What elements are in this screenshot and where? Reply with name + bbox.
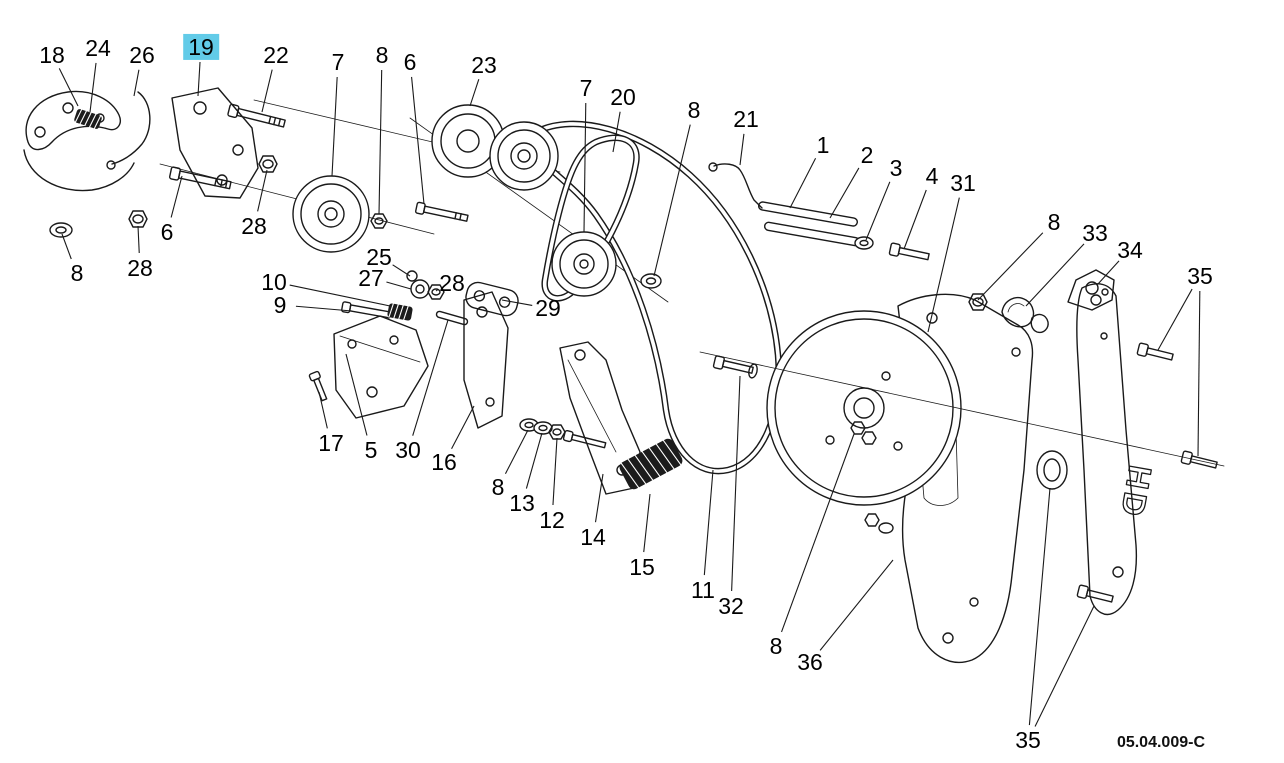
nut-28-left — [128, 210, 148, 228]
pulley-23-rear — [489, 121, 559, 191]
bracket-16 — [463, 291, 509, 429]
nut-frame-small — [864, 513, 880, 527]
washer-axis — [748, 363, 758, 379]
callout-17: 17 — [318, 429, 344, 456]
bracket-19 — [171, 87, 259, 199]
callout-31: 31 — [950, 169, 976, 196]
washer-27 — [410, 279, 430, 299]
rod-2 — [763, 221, 861, 247]
lever-18 — [23, 90, 135, 192]
pin-30 — [435, 310, 469, 326]
callout-30: 30 — [395, 436, 421, 463]
axis-line-main — [699, 351, 1225, 467]
callout-8a: 8 — [375, 41, 389, 68]
callout-28b: 28 — [241, 212, 267, 239]
plate-29 — [465, 281, 519, 317]
bushing-33 — [1001, 296, 1049, 334]
callout-9: 9 — [273, 291, 287, 318]
main-pulley — [766, 310, 962, 506]
hub-nut-8-b — [861, 431, 877, 445]
callout-8c: 8 — [1047, 208, 1061, 235]
callout-10: 10 — [261, 268, 287, 295]
nut-28-upper — [258, 155, 278, 173]
callout-8d: 8 — [70, 259, 84, 286]
spring-24 — [74, 109, 102, 129]
callout-19: 19 — [183, 33, 219, 61]
callout-7b: 7 — [579, 74, 593, 101]
callout-29: 29 — [535, 294, 561, 321]
callout-8b: 8 — [687, 96, 701, 123]
bolt-9 — [341, 301, 391, 319]
nut-8-pulley7 — [370, 213, 388, 229]
callout-26: 26 — [129, 41, 155, 68]
callout-14: 14 — [580, 523, 606, 550]
bushing-round — [1036, 450, 1068, 490]
spring-15 — [619, 438, 683, 490]
belt-20 — [541, 134, 640, 302]
callout-35a: 35 — [1187, 262, 1213, 289]
figure-code: 05.04.009-C — [1116, 734, 1205, 751]
nut-28-mid — [427, 284, 445, 300]
callout-8e: 8 — [491, 473, 505, 500]
washer-8-belt — [640, 273, 662, 289]
bolt-17 — [308, 370, 328, 402]
washer-8-left — [49, 222, 73, 238]
bolt-35-upper — [1136, 342, 1174, 361]
callout-8f: 8 — [769, 632, 783, 659]
rod-26 — [106, 91, 151, 170]
callout-22: 22 — [263, 41, 289, 68]
pulley-7-middle — [551, 231, 617, 297]
callout-18: 18 — [39, 41, 65, 68]
nut-12 — [548, 424, 566, 440]
callout-28a: 28 — [127, 254, 153, 281]
bolt-axis-32 — [712, 355, 754, 374]
callout-23: 23 — [471, 51, 497, 78]
callout-2: 2 — [860, 141, 874, 168]
callout-32: 32 — [718, 592, 744, 619]
callout-21: 21 — [733, 105, 759, 132]
hd-marking: HD — [1114, 463, 1159, 523]
callout-35b: 35 — [1015, 726, 1041, 753]
washer-frame-small — [878, 522, 894, 534]
callout-34: 34 — [1117, 236, 1143, 263]
callout-3: 3 — [889, 154, 903, 181]
callout-33: 33 — [1082, 219, 1108, 246]
washer-3 — [854, 236, 874, 250]
callout-11: 11 — [691, 576, 715, 603]
bolt-6-center — [415, 201, 469, 222]
spacer-25 — [406, 270, 418, 282]
bracket-5 — [333, 315, 429, 419]
callout-27: 27 — [358, 264, 384, 291]
callout-24: 24 — [85, 34, 111, 61]
bolt-12-shaft — [562, 429, 607, 449]
pulley-7-left — [292, 175, 370, 253]
rod-21 — [708, 162, 763, 209]
bolt-6-left — [168, 166, 232, 190]
bracket-34 — [1067, 269, 1115, 311]
callout-15: 15 — [629, 553, 655, 580]
callout-20: 20 — [610, 83, 636, 110]
bolt-4 — [888, 242, 930, 261]
callout-12: 12 — [539, 506, 565, 533]
callout-6b: 6 — [160, 218, 174, 245]
pulley-23 — [431, 104, 505, 178]
callout-36: 36 — [797, 648, 823, 675]
rod-1 — [757, 201, 859, 227]
bolt-22 — [227, 103, 286, 128]
callout-4: 4 — [925, 162, 939, 189]
spring-10 — [387, 303, 413, 321]
callout-6a: 6 — [403, 48, 417, 75]
callout-25: 25 — [366, 243, 392, 270]
bolt-35-lower — [1076, 584, 1114, 603]
callout-1: 1 — [816, 131, 830, 158]
callout-13: 13 — [509, 489, 535, 516]
callout-28c: 28 — [439, 269, 465, 296]
callout-5: 5 — [364, 436, 378, 463]
callout-7a: 7 — [331, 48, 345, 75]
callout-16: 16 — [431, 448, 457, 475]
